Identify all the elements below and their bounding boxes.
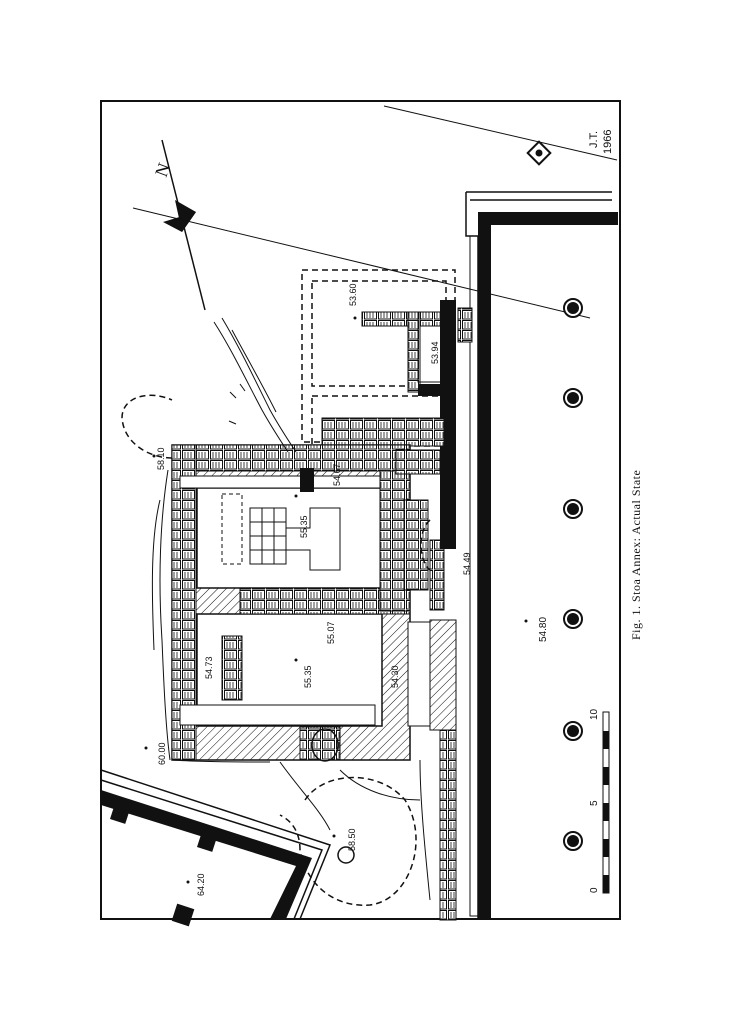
plan-frame bbox=[100, 100, 621, 920]
southwest-building bbox=[100, 769, 331, 927]
elevation-5473: 54.73 bbox=[204, 656, 214, 679]
scale-label-10: 10 bbox=[589, 708, 600, 720]
elevation-6000: 60.00 bbox=[157, 742, 167, 765]
elevation-5535-upper: 55.35 bbox=[299, 515, 309, 538]
elevation-5810: 58.10 bbox=[156, 447, 166, 470]
elevation-5394: 53.94 bbox=[430, 341, 440, 364]
scale-label-5: 5 bbox=[589, 800, 600, 806]
scale-bar bbox=[602, 711, 610, 894]
column-bases bbox=[563, 298, 583, 851]
elevation-5507: 55.07 bbox=[326, 621, 336, 644]
elevation-5430: 54.30 bbox=[390, 665, 400, 688]
scale-label-0: 0 bbox=[589, 887, 600, 893]
north-label: N bbox=[151, 160, 174, 179]
signature-year: 1966 bbox=[602, 130, 614, 154]
signature-initials: J.T. bbox=[588, 131, 600, 148]
main-annex bbox=[171, 444, 457, 921]
elevation-5480: 54.80 bbox=[538, 617, 549, 642]
north-annex-walls bbox=[321, 300, 473, 505]
elevation-5467: 54.67 bbox=[332, 463, 342, 486]
elevation-5360: 53.60 bbox=[348, 283, 358, 306]
elevation-6420: 64.20 bbox=[196, 873, 206, 896]
elevation-5535-lower: 55.35 bbox=[303, 665, 313, 688]
well-icon bbox=[337, 846, 355, 864]
boundary-line bbox=[383, 105, 618, 161]
terrain-contours bbox=[151, 317, 431, 901]
dashed-features bbox=[121, 394, 431, 906]
figure-caption: Fig. 1. Stoa Annex: Actual State bbox=[629, 470, 643, 640]
elevation-5449: 54.49 bbox=[462, 552, 472, 575]
elevation-dots bbox=[144, 316, 528, 884]
stoa-building bbox=[465, 191, 618, 919]
elevation-5850: 58.50 bbox=[347, 828, 357, 851]
marker-stone-icon bbox=[526, 140, 552, 166]
north-arrow-icon bbox=[132, 139, 591, 319]
